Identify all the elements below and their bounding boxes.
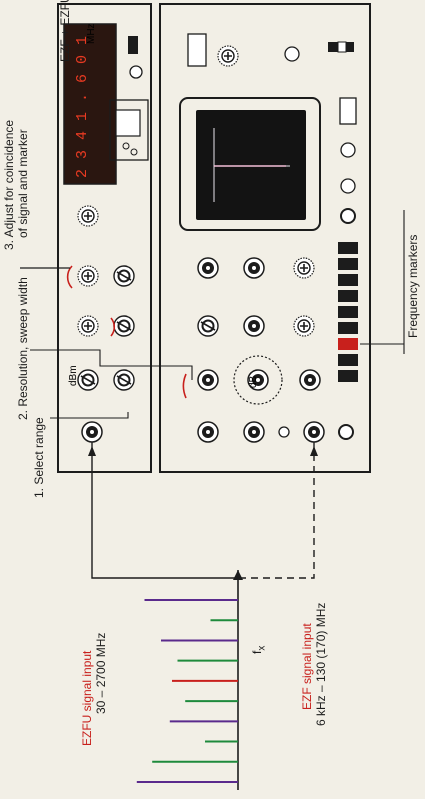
adjust-arc (111, 318, 114, 336)
indicator-led-icon (338, 42, 346, 52)
frequency-unit: MHz (86, 23, 97, 44)
main-knob-2[interactable] (244, 258, 264, 278)
main-knob-6[interactable] (198, 422, 218, 442)
frequency-digits: 2 3 4 1 . 6 0 1 (74, 35, 91, 178)
output-socket[interactable] (339, 425, 353, 439)
led-icon (279, 427, 289, 437)
ezf-input-socket[interactable] (304, 422, 324, 442)
adjust-arc (183, 374, 186, 398)
leader-resolution (30, 350, 192, 380)
main-knob-1[interactable] (198, 258, 218, 278)
focus-knob[interactable] (341, 143, 355, 157)
arrow-icon (233, 570, 243, 580)
attenuator-unit: dBm (68, 365, 79, 386)
fx-symbol: f (250, 651, 264, 654)
ezf-unit-outline (160, 4, 370, 472)
gain-unit: dB (248, 376, 259, 388)
main-selector-1[interactable] (294, 258, 314, 278)
device-title: EZF + EZFU (58, 0, 72, 62)
main-dual-knob-1[interactable] (198, 316, 218, 336)
step-3-line1: 3. Adjust for coincidence (2, 120, 16, 250)
selector-knob-1[interactable] (78, 206, 98, 226)
ezf-input-range: 6 kHz – 130 (170) MHz (314, 603, 328, 726)
power-switch-icon[interactable] (128, 36, 138, 54)
ezfu-input-label: EZFU signal input (80, 651, 94, 746)
mode-switch-icon[interactable] (188, 34, 206, 66)
dual-knob-2[interactable] (114, 316, 134, 336)
meter-led-icon (131, 149, 137, 155)
power-button[interactable] (285, 47, 299, 61)
adjust-arc (68, 266, 72, 288)
range-selector[interactable] (218, 46, 238, 66)
main-knob-3[interactable] (244, 316, 264, 336)
fx-axis-label: fx (250, 646, 267, 654)
main-knob-5[interactable] (300, 370, 320, 390)
main-selector-2[interactable] (294, 316, 314, 336)
frequency-marker-buttons[interactable] (338, 242, 358, 382)
ezfu-input-socket[interactable] (82, 422, 102, 442)
selector-knob-3[interactable] (78, 316, 98, 336)
step-1-label: 1. Select range (32, 417, 46, 498)
arrow-icon (88, 446, 96, 456)
frequency-markers-label: Frequency markers (406, 235, 420, 338)
trace-rotation-knob[interactable] (341, 209, 355, 223)
crt-adjust-switch[interactable] (340, 98, 356, 124)
meter-led-icon (123, 143, 129, 149)
leader-range (50, 412, 128, 418)
spectrum-lines (137, 600, 238, 782)
step-3-line2: of signal and marker (16, 129, 30, 238)
tuning-knob-small[interactable] (130, 66, 142, 78)
dual-knob-3[interactable] (114, 370, 134, 390)
arrow-icon (310, 446, 318, 456)
ezf-input-line (238, 442, 314, 578)
ezf-input-label: EZF signal input (300, 623, 314, 710)
main-knob-4[interactable] (198, 370, 218, 390)
intensity-knob[interactable] (341, 179, 355, 193)
crt-screen (196, 110, 306, 220)
dual-knob-1[interactable] (114, 266, 134, 286)
selector-knob-2[interactable] (78, 266, 98, 286)
meter-window (116, 110, 140, 136)
main-knob-7[interactable] (244, 422, 264, 442)
ezfu-input-range: 30 – 2700 MHz (94, 633, 108, 714)
frequency-display-value: 2 3 4 1 . 6 0 1 (74, 35, 91, 178)
step-2-label: 2. Resolution, sweep width (16, 277, 30, 420)
attenuator-knob[interactable] (78, 370, 98, 390)
ezfu-input-line (92, 442, 238, 578)
fx-subscript: x (256, 646, 267, 651)
